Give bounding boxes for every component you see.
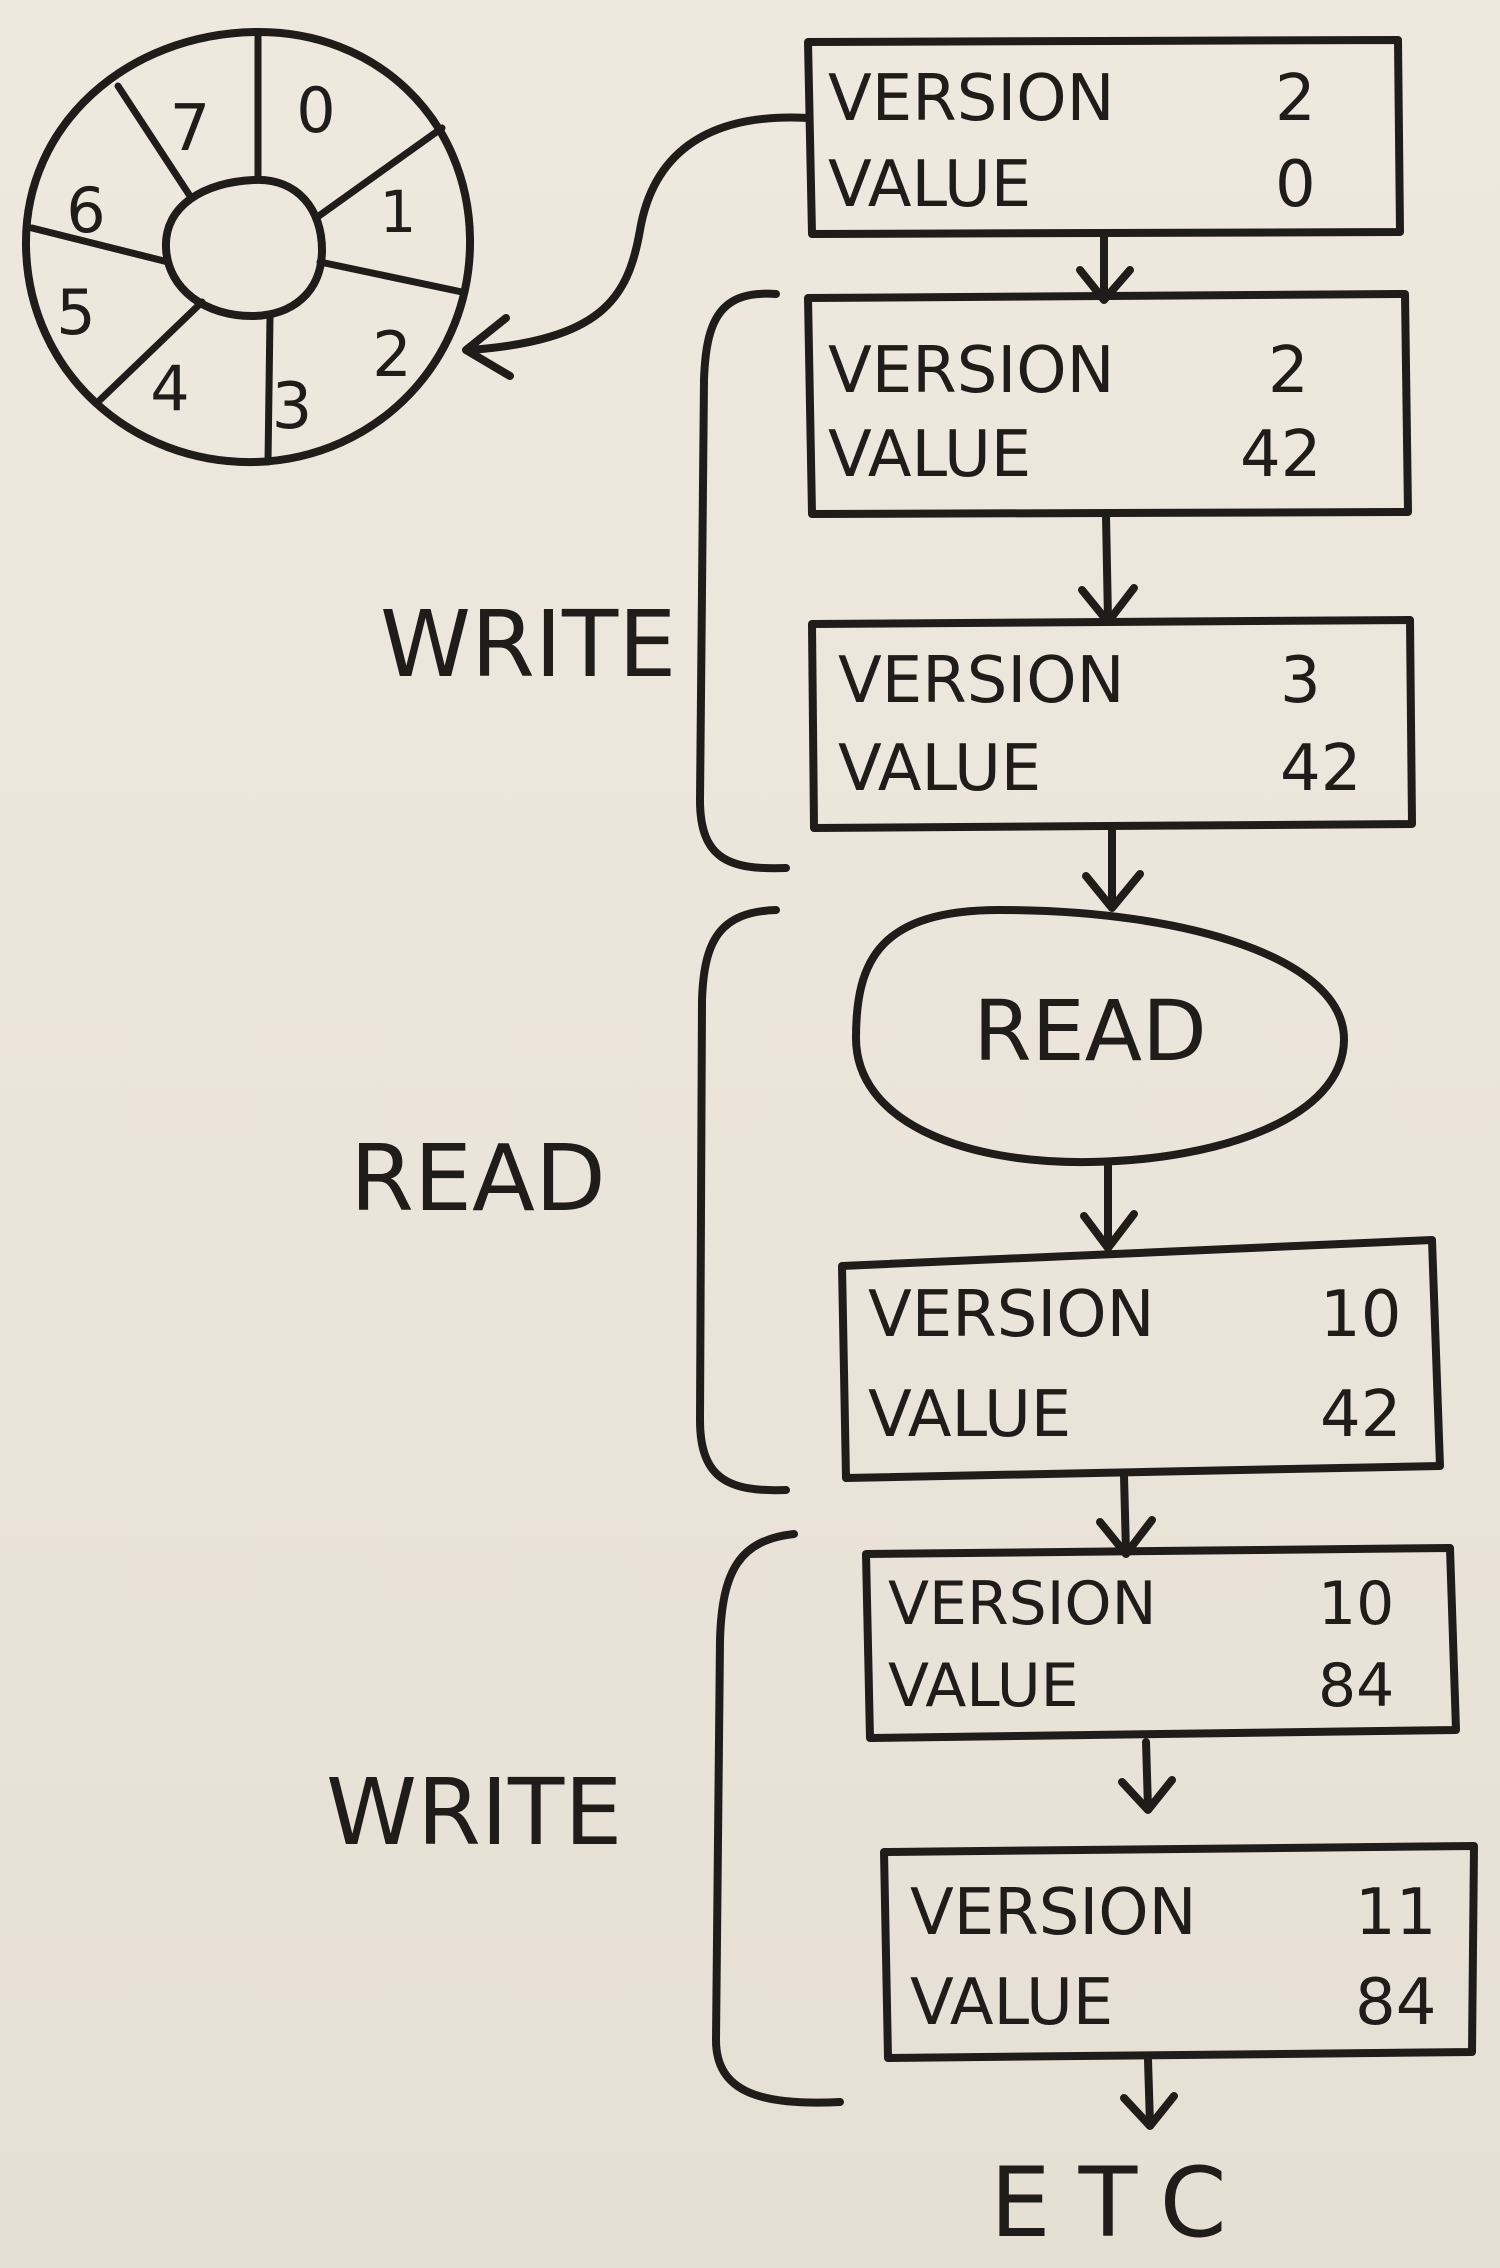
version-label: VERSION (828, 334, 1114, 408)
ring-slot-label: 5 (56, 276, 95, 349)
flow-arrow (1076, 232, 1134, 304)
ring-outer-circle (21, 27, 475, 467)
value-label: VALUE (828, 148, 1031, 222)
version-label: VERSION (868, 1278, 1154, 1352)
value-number: 42 (1320, 1378, 1401, 1452)
ring-divider (96, 298, 206, 404)
step-box: VERSION 3 VALUE 42 (808, 616, 1416, 832)
step-box: VERSION 10 VALUE 84 (862, 1544, 1460, 1742)
value-label: VALUE (838, 732, 1041, 806)
ring-slot-label: 3 (272, 370, 313, 444)
version-number: 2 (1275, 62, 1316, 136)
version-label: VERSION (828, 62, 1114, 136)
phase-label-write: WRITE (326, 1759, 622, 1866)
ring-inner-circle (161, 175, 326, 320)
step-box: VERSION 10 VALUE 42 (838, 1236, 1444, 1482)
version-number: 11 (1355, 1876, 1436, 1950)
phase-label-write: WRITE (380, 591, 676, 698)
phase-bracket-read (696, 906, 790, 1495)
ring-slot-label: 0 (296, 74, 335, 147)
flow-arrow (1078, 512, 1138, 626)
phase-bracket-write (712, 1530, 844, 2107)
value-number: 84 (1355, 1966, 1436, 2040)
step-box: VERSION 2 VALUE 42 (804, 290, 1412, 518)
version-number: 2 (1268, 334, 1309, 408)
ring-divider (316, 258, 466, 296)
value-number: 42 (1280, 732, 1361, 806)
phase-bracket-write (696, 289, 790, 873)
version-label: VERSION (910, 1876, 1196, 1950)
ring-slot-label: 4 (150, 352, 189, 425)
flow-arrow (1082, 826, 1144, 912)
value-label: VALUE (828, 418, 1031, 492)
ring-divider (114, 82, 194, 200)
value-label: VALUE (868, 1378, 1071, 1452)
pointer-arrowhead (462, 314, 514, 380)
ring-divider (264, 312, 274, 466)
version-label: VERSION (888, 1569, 1157, 1639)
pointer-curve (466, 113, 812, 354)
version-number: 10 (1320, 1278, 1401, 1352)
read-node-label: READ (973, 982, 1207, 1080)
ring-divider (312, 124, 446, 222)
end-label: ETC (990, 2147, 1255, 2259)
value-label: VALUE (888, 1651, 1079, 1721)
ring-slot-label: 7 (170, 92, 211, 166)
flow-arrow (1080, 1162, 1138, 1252)
step-box: VERSION 2 VALUE 0 (804, 36, 1404, 238)
value-label: VALUE (910, 1966, 1113, 2040)
ring-slot-label: 6 (66, 174, 105, 247)
version-number: 10 (1318, 1569, 1394, 1639)
ring-divider (28, 224, 172, 266)
ring-buffer: 0 1 2 3 4 5 6 7 (21, 27, 475, 467)
step-box: VERSION 11 VALUE 84 (880, 1842, 1478, 2062)
ring-slot-label: 2 (372, 318, 411, 391)
flow-arrow (1118, 1738, 1176, 1814)
pointer-arrow (462, 113, 812, 380)
value-number: 42 (1240, 418, 1321, 492)
flow-arrow (1096, 1472, 1156, 1558)
read-node: READ (852, 906, 1349, 1167)
version-label: VERSION (838, 644, 1124, 718)
version-number: 3 (1280, 644, 1321, 718)
ring-slot-label: 1 (380, 178, 417, 246)
value-number: 0 (1275, 148, 1316, 222)
flow-arrow (1120, 2056, 1178, 2130)
value-number: 84 (1318, 1651, 1394, 1721)
phase-label-read: READ (350, 1125, 606, 1232)
